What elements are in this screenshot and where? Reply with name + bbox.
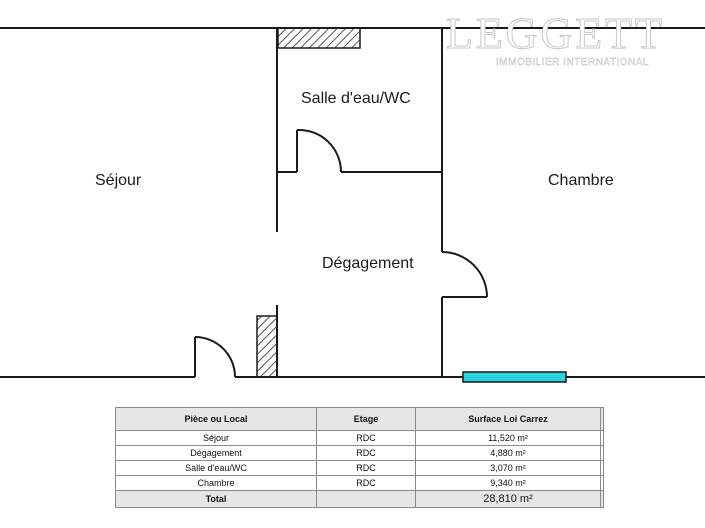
room-label-sejour: Séjour [95,172,142,189]
cell-room: Salle d'eau/WC [115,460,317,476]
window [462,371,567,383]
cell-room: Séjour [115,430,317,446]
total-label: Total [115,490,317,508]
cell-room: Chambre [115,475,317,491]
header-room: Pièce ou Local [115,407,317,431]
total-level [316,490,416,508]
table-total-row: Total 28,810 m² [115,490,604,508]
room-label-degagement: Dégagement [322,255,414,272]
floor-plan [0,27,705,383]
entrance-door-swing [194,336,236,378]
chambre-door-swing [441,251,488,298]
hatched-wall-top [277,27,361,49]
bathroom-door-swing [296,128,343,173]
logo-brand: LEGGETT [446,9,665,58]
header-extra [600,407,604,431]
leggett-logo: LEGGETT IMMOBILIER INTERNATIONAL [446,9,696,72]
header-surface: Surface Loi Carrez [415,407,601,431]
hatched-wall-bottom [256,315,278,378]
cell-extra [600,445,604,461]
cell-extra [600,475,604,491]
table-row: Dégagement RDC 4,880 m² [115,445,604,461]
cell-level: RDC [316,460,416,476]
cell-level: RDC [316,430,416,446]
table-header-row: Pièce ou Local Etage Surface Loi Carrez [115,407,604,431]
room-label-salle-eau: Salle d'eau/WC [301,90,411,107]
table-row: Séjour RDC 11,520 m² [115,430,604,446]
cell-surface: 11,520 m² [415,430,601,446]
cell-surface: 3,070 m² [415,460,601,476]
surface-table: Pièce ou Local Etage Surface Loi Carrez … [115,407,604,508]
cell-room: Dégagement [115,445,317,461]
cell-extra [600,460,604,476]
room-label-chambre: Chambre [548,172,614,189]
logo-tagline: IMMOBILIER INTERNATIONAL [496,57,649,68]
cell-level: RDC [316,445,416,461]
cell-surface: 4,880 m² [415,445,601,461]
cell-surface: 9,340 m² [415,475,601,491]
cell-level: RDC [316,475,416,491]
cell-extra [600,430,604,446]
table-row: Salle d'eau/WC RDC 3,070 m² [115,460,604,476]
total-surface: 28,810 m² [415,490,601,508]
header-level: Etage [316,407,416,431]
table-row: Chambre RDC 9,340 m² [115,475,604,491]
total-extra [600,490,604,508]
